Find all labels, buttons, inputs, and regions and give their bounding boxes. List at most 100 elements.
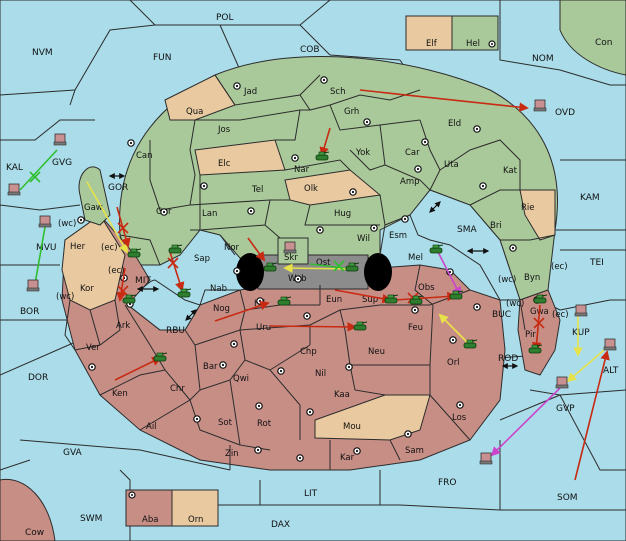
- army-unit-icon[interactable]: [353, 321, 368, 331]
- army-unit-icon[interactable]: [263, 262, 278, 272]
- army-unit-icon[interactable]: [409, 295, 424, 305]
- prov-neu: Neu: [368, 347, 385, 357]
- supply-center-icon: [404, 430, 412, 438]
- prov-nog: Nog: [213, 304, 230, 314]
- fleet-unit-icon[interactable]: [26, 279, 40, 292]
- region-qua[interactable]: [164, 74, 236, 121]
- move-line: [269, 322, 357, 332]
- prov-rie: Rie: [521, 203, 535, 213]
- cut-mark-icon: [533, 317, 545, 329]
- sea-gva: GVA: [63, 448, 83, 458]
- army-unit-icon[interactable]: [463, 339, 478, 349]
- prov-yok: Yok: [355, 148, 370, 158]
- army-unit-icon[interactable]: [168, 244, 183, 254]
- fleet-unit-icon[interactable]: [555, 376, 569, 389]
- region-web[interactable]: [257, 254, 369, 290]
- prov-sch: Sch: [330, 87, 345, 97]
- legend-label-hel: Hel: [466, 39, 480, 49]
- convoy-line: [490, 387, 561, 457]
- supply-center-icon: [414, 165, 422, 173]
- prov-qua: Qua: [186, 107, 203, 117]
- army-unit-icon[interactable]: [533, 294, 548, 304]
- supply-centers: [77, 76, 541, 462]
- sea-con: Con: [595, 38, 613, 48]
- coast-tag: (ec): [101, 243, 118, 253]
- sea-rbu: RBU: [166, 326, 185, 336]
- cut-mark-icon: [117, 285, 129, 297]
- region-her-kor[interactable]: [61, 214, 126, 311]
- sea-kup: KUP: [572, 328, 590, 338]
- prov-her: Her: [70, 242, 86, 252]
- army-unit-icon[interactable]: [315, 151, 330, 161]
- coast-tag: (ec): [551, 262, 568, 272]
- legend-swatch-orn: [171, 489, 219, 527]
- cut-mark-icon: [117, 222, 129, 234]
- coast-tag: (wc): [56, 292, 74, 302]
- army-unit-icon[interactable]: [449, 290, 464, 300]
- coast-tag: (ec): [108, 266, 125, 276]
- canal-east: [364, 253, 392, 291]
- fleet-unit-icon[interactable]: [283, 241, 297, 254]
- fleet-unit-icon[interactable]: [7, 183, 21, 196]
- army-unit-icon[interactable]: [429, 244, 444, 254]
- passage-arrow-icon: [429, 201, 441, 213]
- supply-center-icon: [411, 306, 419, 314]
- coast-tag: (wc): [498, 275, 516, 285]
- fleet-unit-icon[interactable]: [38, 215, 52, 228]
- prov-pir: Pir: [525, 330, 536, 340]
- fleet-unit-icon[interactable]: [479, 452, 493, 465]
- sea-dor: DOR: [28, 373, 48, 383]
- prov-qwi: Qwi: [233, 374, 249, 384]
- supply-center-icon: [473, 303, 481, 311]
- supply-center-icon: [345, 363, 353, 371]
- prov-sot: Sot: [218, 418, 233, 428]
- coast-tag: (wc): [58, 219, 76, 229]
- sea-cow: Cow: [25, 528, 44, 538]
- prov-ken: Ken: [112, 389, 128, 399]
- prov-tel: Tel: [251, 185, 263, 195]
- supply-center-icon: [353, 447, 361, 455]
- sea-pol: POL: [216, 13, 234, 23]
- prov-chr: Chr: [170, 384, 185, 394]
- fleet-unit-icon[interactable]: [533, 99, 547, 112]
- supply-center-icon: [233, 82, 241, 90]
- army-unit-icon[interactable]: [127, 248, 142, 258]
- coast-tags: (wc) (ec) (ec) (wc) (wc) (ec) (wc) (ec): [56, 219, 569, 320]
- supply-center-icon: [349, 188, 357, 196]
- supply-center-icon: [303, 312, 311, 320]
- prov-car: Car: [405, 148, 420, 158]
- supply-center-icon: [294, 275, 302, 283]
- move-line: [334, 289, 392, 304]
- army-unit-icon[interactable]: [277, 296, 292, 306]
- army-unit-icon[interactable]: [528, 344, 543, 354]
- supply-center-icon: [479, 182, 487, 190]
- fleet-unit-icon[interactable]: [603, 338, 617, 351]
- region-olk[interactable]: [284, 169, 382, 206]
- region-rie[interactable]: [519, 189, 556, 241]
- sea-kam: KAM: [580, 193, 600, 203]
- move-line: [319, 127, 331, 157]
- fleet-unit-icon[interactable]: [574, 304, 588, 317]
- move-line: [394, 291, 457, 302]
- army-unit-icon[interactable]: [345, 262, 360, 272]
- sea-tei: TEI: [589, 258, 604, 268]
- support-line: [438, 313, 471, 346]
- army-unit-icon[interactable]: [122, 294, 137, 304]
- army-unit-icon[interactable]: [177, 288, 192, 298]
- move-line: [169, 251, 185, 292]
- move-line: [531, 304, 542, 352]
- fleet-unit-icon[interactable]: [53, 133, 67, 146]
- prov-jad: Jad: [243, 87, 257, 97]
- army-unit-icon[interactable]: [384, 294, 399, 304]
- supply-center-icon: [255, 402, 263, 410]
- prov-kar: Kar: [340, 453, 355, 463]
- prov-esm: Esm: [389, 231, 407, 241]
- supply-center-icon: [127, 139, 135, 147]
- sea-swm: SWM: [80, 514, 102, 524]
- region-pir-gwa[interactable]: [517, 289, 561, 376]
- sea-dax: DAX: [271, 520, 290, 530]
- prov-mou: Mou: [343, 422, 361, 432]
- army-unit-icon[interactable]: [153, 352, 168, 362]
- supply-center-icon: [473, 125, 481, 133]
- prov-chp: Chp: [300, 347, 317, 357]
